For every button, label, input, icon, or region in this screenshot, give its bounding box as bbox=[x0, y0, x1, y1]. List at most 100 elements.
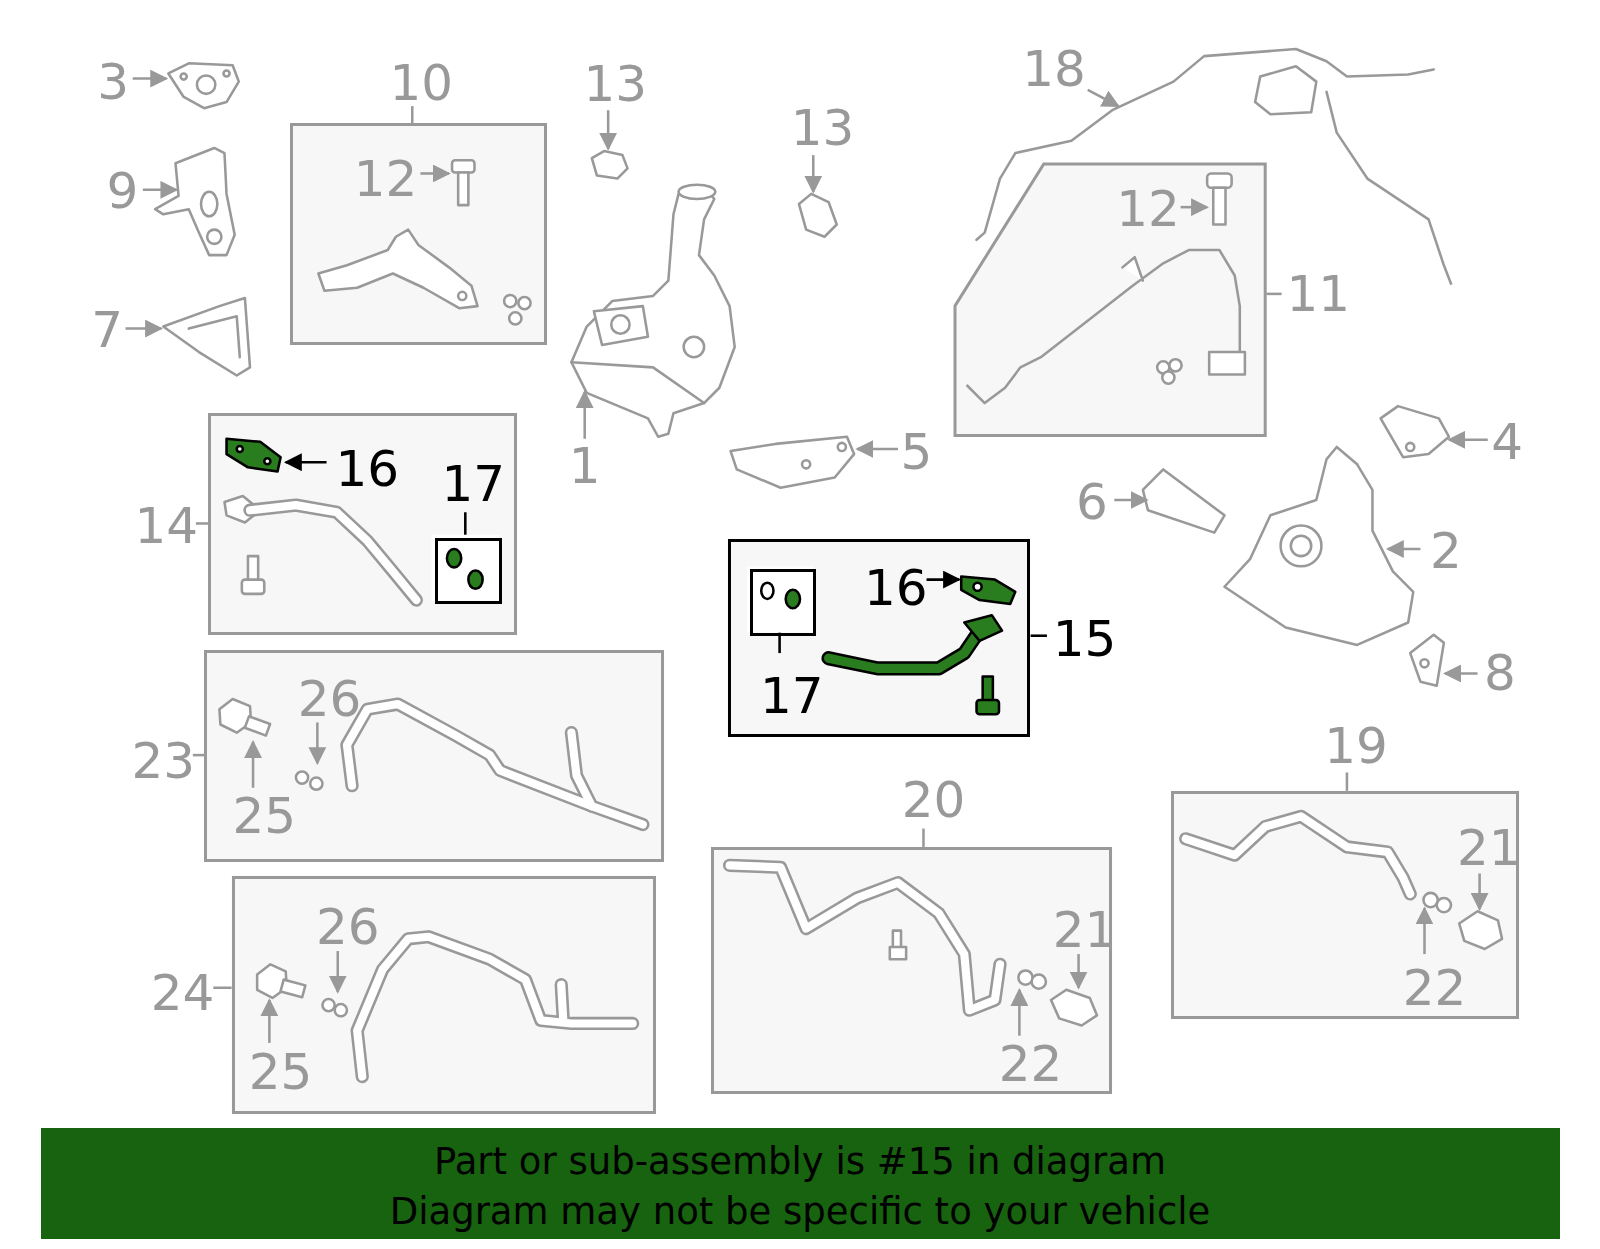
cut-corner-outline bbox=[955, 164, 1265, 435]
highlight-leaders-shape bbox=[778, 633, 781, 653]
grey-parts-shape bbox=[201, 192, 217, 216]
callout-number: 13 bbox=[583, 59, 647, 109]
callout-number: 5 bbox=[900, 427, 932, 477]
grey-parts-shape bbox=[1162, 371, 1174, 383]
grey-parts-shape bbox=[1169, 359, 1181, 371]
highlighted-parts-shape bbox=[264, 458, 270, 464]
callout-number: 13 bbox=[791, 103, 855, 153]
leader-lines-shape bbox=[252, 742, 255, 788]
grey-parts-shape bbox=[838, 443, 846, 451]
box-grounds-shape bbox=[711, 847, 1112, 1094]
group-box: 262524 bbox=[232, 876, 656, 1115]
grey-parts-shape bbox=[335, 1004, 347, 1016]
grey-parts-shape bbox=[1437, 898, 1451, 912]
grey-parts-shape bbox=[1213, 188, 1225, 225]
leader-lines-shape bbox=[1445, 672, 1478, 675]
box-tabs-shape bbox=[411, 106, 414, 123]
leader-lines-shape bbox=[1114, 499, 1147, 502]
grey-pipes-shape-shape bbox=[561, 985, 563, 1021]
callout-number: 17 bbox=[442, 459, 506, 509]
grey-parts-shape bbox=[1224, 447, 1413, 645]
callout-number: 25 bbox=[232, 791, 296, 841]
grey-parts-shape bbox=[1207, 173, 1231, 187]
box-tabs-shape bbox=[1346, 772, 1349, 790]
grey-parts-shape bbox=[1410, 635, 1444, 686]
grey-parts-shape bbox=[207, 230, 221, 244]
callout-number: 25 bbox=[249, 1047, 313, 1097]
box-grounds-shape bbox=[728, 539, 1030, 737]
leader-lines-shape bbox=[607, 110, 610, 149]
highlighted-parts-shape bbox=[468, 570, 482, 588]
group-box: 192122 bbox=[1171, 791, 1519, 1020]
footer-band: Part or sub-assembly is #15 in diagramDi… bbox=[41, 1128, 1560, 1239]
callout-number: 26 bbox=[316, 902, 380, 952]
box-grounds-shape bbox=[232, 876, 656, 1115]
grey-parts-shape bbox=[1459, 911, 1502, 949]
grey-parts-shape bbox=[296, 771, 308, 783]
box-grounds-shape bbox=[290, 123, 547, 344]
leader-lines-shape bbox=[1478, 873, 1481, 909]
grey-parts-shape bbox=[318, 230, 477, 309]
kit-box: 17 bbox=[435, 538, 502, 604]
grey-parts-shape bbox=[223, 70, 229, 76]
callout-number: 18 bbox=[1022, 44, 1086, 94]
highlighted-parts-shape bbox=[977, 700, 999, 714]
highlight-leaders bbox=[286, 462, 1047, 653]
leader-lines-shape bbox=[1088, 90, 1119, 106]
leader-lines-shape bbox=[857, 448, 898, 451]
grey-parts-shape bbox=[155, 148, 235, 255]
group-box: 262523 bbox=[204, 650, 664, 862]
box-grounds-shape bbox=[432, 535, 499, 601]
highlighted-group-box: 161517 bbox=[728, 539, 1030, 737]
callout-number: 16 bbox=[335, 444, 399, 494]
grey-parts-shape bbox=[452, 160, 474, 172]
box-tabs-shape bbox=[1266, 293, 1281, 296]
leader-lines-shape bbox=[812, 155, 815, 192]
leader-lines-shape bbox=[1077, 954, 1080, 988]
group-box: 202122 bbox=[711, 847, 1112, 1094]
grey-parts-shape bbox=[189, 316, 240, 357]
grey-parts-shape bbox=[731, 437, 854, 488]
highlighted-parts-shape bbox=[829, 628, 982, 669]
grey-parts-shape bbox=[1281, 526, 1322, 567]
note-text: Diagram may not be specific to your vehi… bbox=[390, 1193, 1211, 1230]
callout-number: 3 bbox=[97, 57, 129, 107]
grey-parts-shape bbox=[571, 362, 704, 403]
callout-number: 22 bbox=[1403, 963, 1467, 1013]
grey-parts-shape bbox=[168, 63, 238, 108]
leader-lines-shape bbox=[133, 77, 167, 80]
grey-parts-shape bbox=[679, 185, 716, 199]
highlighted-parts-shape bbox=[964, 615, 1002, 641]
highlighted-parts-shape bbox=[829, 628, 982, 669]
leader-lines-shape bbox=[336, 951, 339, 992]
grey-parts-shape bbox=[322, 999, 334, 1011]
callout-number: 23 bbox=[131, 736, 195, 786]
grey-pipes-shape-shape bbox=[250, 505, 416, 600]
grey-parts-shape bbox=[1122, 257, 1142, 280]
callout-number: 24 bbox=[151, 968, 215, 1018]
grey-pipes-shape-shape bbox=[347, 704, 643, 824]
callout-number: 11 bbox=[1287, 269, 1351, 319]
grey-parts-shape bbox=[890, 947, 906, 959]
leader-lines-shape bbox=[1018, 990, 1021, 1036]
callout-number: 14 bbox=[134, 501, 198, 551]
callout-number: 20 bbox=[902, 775, 966, 825]
grey-parts-shape bbox=[592, 151, 628, 179]
highlighted-parts-shape bbox=[237, 446, 243, 452]
grey-parts-shape bbox=[458, 292, 466, 300]
leader-lines-shape bbox=[126, 327, 162, 330]
callout-number: 9 bbox=[107, 166, 139, 216]
grey-parts-shape bbox=[684, 337, 704, 357]
callout-number: 15 bbox=[1053, 614, 1117, 664]
grey-parts-shape bbox=[571, 187, 734, 437]
grey-parts-shape bbox=[1327, 92, 1451, 284]
grey-parts-shape bbox=[181, 73, 187, 79]
group-box: 161417 bbox=[208, 413, 517, 634]
leader-lines-shape bbox=[1449, 439, 1488, 442]
grey-parts-shape bbox=[281, 980, 306, 998]
leader-lines-shape bbox=[143, 189, 177, 192]
callout-number: 21 bbox=[1053, 905, 1117, 955]
grey-parts-shape bbox=[799, 194, 837, 237]
leader-lines-shape bbox=[268, 1000, 271, 1043]
